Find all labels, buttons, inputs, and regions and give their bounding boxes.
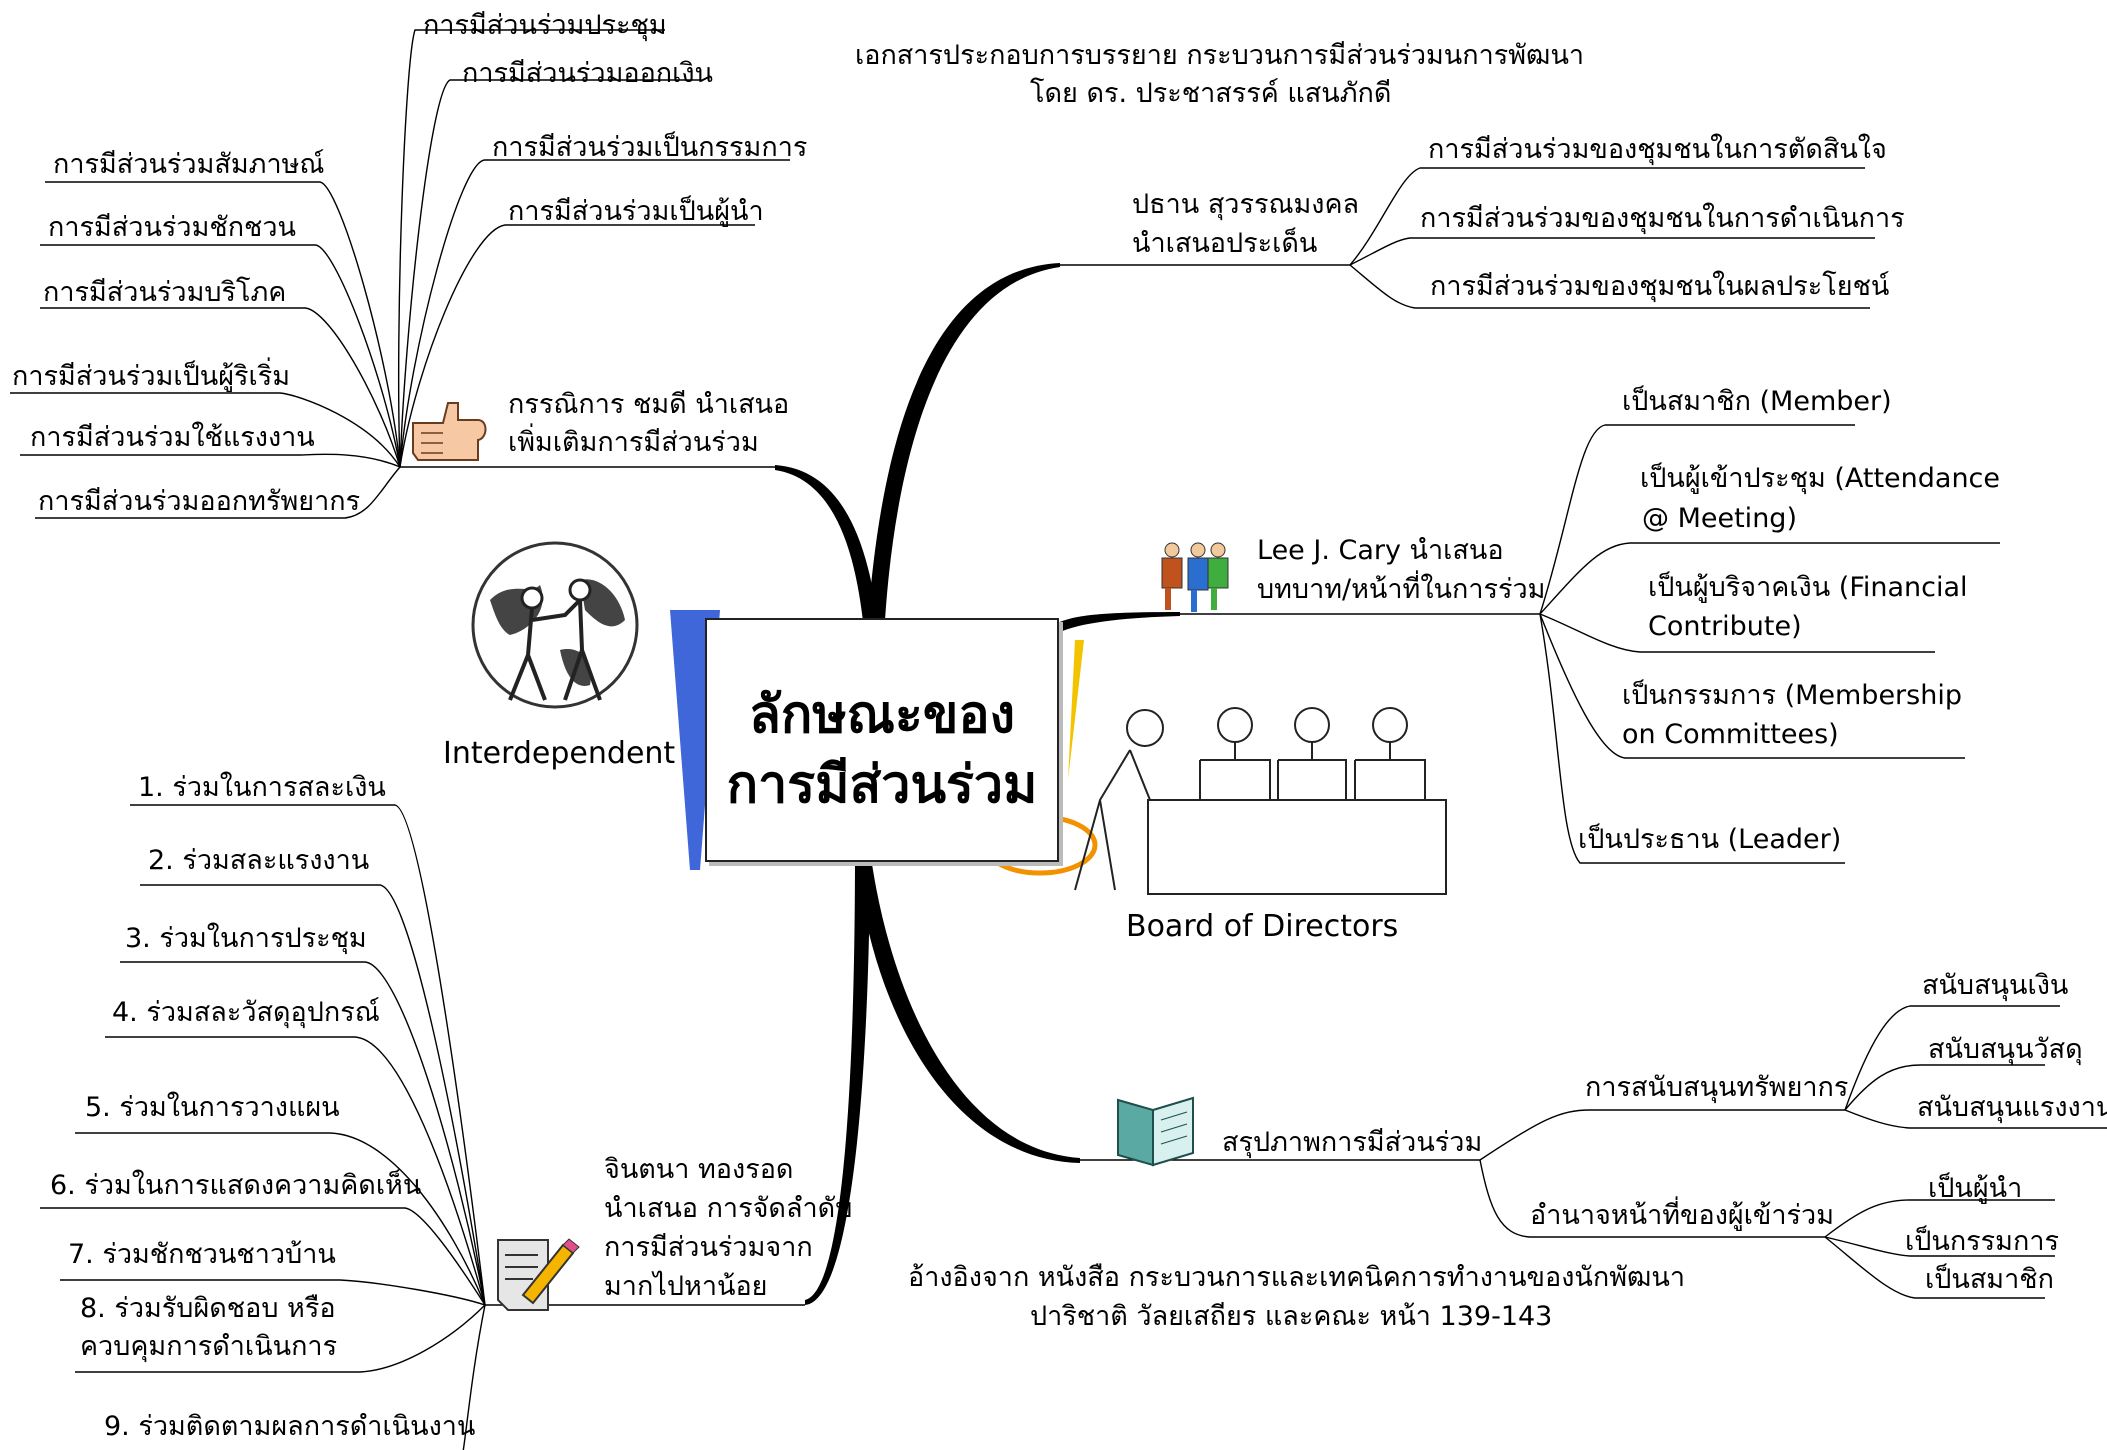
jintana-item: 2. ร่วมสละแรงงาน — [148, 845, 370, 876]
branch-to-prathan — [868, 263, 1060, 620]
summary-authority-label: อำนาจหน้าที่ของผู้เข้าร่วม — [1530, 1200, 1835, 1231]
kannika-item: การมีส่วนร่วมเป็นผู้นำ — [508, 196, 764, 227]
board-of-directors-caption: Board of Directors — [1126, 909, 1399, 944]
interdependent-caption: Interdependent — [443, 736, 676, 771]
jintana-item: 3. ร่วมในการประชุม — [125, 923, 367, 954]
prathan-item: การมีส่วนร่วมของชุมชนในการดำเนินการ — [1420, 203, 1905, 234]
resource-item: สนับสนุนเงิน — [1922, 970, 2069, 1001]
document-title-line2: โดย ดร. ประชาสรรค์ แสนภักดี — [1030, 78, 1392, 109]
kannika-item: การมีส่วนร่วมออกทรัพยากร — [38, 486, 361, 517]
kannika-connectors — [10, 29, 790, 519]
branch-to-kannika — [775, 465, 880, 640]
cary-item: เป็นผู้บริจาคเงิน (Financial — [1648, 572, 1968, 603]
jintana-connectors — [40, 804, 805, 1450]
authority-item: เป็นผู้นำ — [1928, 1173, 2023, 1204]
jintana-item: 8. ร่วมรับผิดชอบ หรือ — [80, 1293, 336, 1324]
prathan-topic-line1: ปธาน สุวรรณมงคล — [1132, 189, 1360, 220]
jintana-topic-line4: มากไปหาน้อย — [604, 1271, 768, 1302]
jintana-topic-line3: การมีส่วนร่วมจาก — [604, 1232, 813, 1263]
kannika-item: การมีส่วนร่วมประชุม — [423, 10, 667, 41]
thumbs-up-icon — [412, 402, 487, 461]
note-pencil-icon — [497, 1238, 580, 1311]
jintana-item: 5. ร่วมในการวางแผน — [85, 1092, 340, 1123]
jintana-item: 7. ร่วมชักชวนชาวบ้าน — [68, 1239, 336, 1270]
cary-item: เป็นผู้เข้าประชุม (Attendance — [1640, 463, 2001, 494]
kannika-item: การมีส่วนร่วมบริโภค — [43, 277, 287, 308]
authority-item: เป็นสมาชิก — [1925, 1264, 2054, 1295]
cary-connectors — [1180, 424, 2000, 864]
kannika-item: การมีส่วนร่วมเป็นผู้ริเริ่ม — [12, 361, 291, 392]
authority-item: เป็นกรรมการ — [1905, 1226, 2059, 1257]
prathan-item: การมีส่วนร่วมของชุมชนในผลประโยชน์ — [1430, 271, 1890, 302]
jintana-item: ควบคุมการดำเนินการ — [80, 1331, 338, 1362]
central-topic-title: ลักษณะของ การมีส่วนร่วม — [707, 680, 1057, 820]
central-topic-line1: ลักษณะของ — [749, 685, 1015, 745]
kannika-item: การมีส่วนร่วมออกเงิน — [462, 58, 714, 89]
central-topic-line2: การมีส่วนร่วม — [726, 755, 1038, 815]
resource-item: สนับสนุนวัสดุ — [1928, 1034, 2083, 1065]
cary-topic-line2: บทบาท/หน้าที่ในการร่วม — [1257, 574, 1546, 605]
cary-item: เป็นกรรมการ (Membership — [1622, 680, 1962, 711]
jintana-item: 9. ร่วมติดตามผลการดำเนินงาน — [104, 1411, 476, 1442]
prathan-item: การมีส่วนร่วมของชุมชนในการตัดสินใจ — [1428, 134, 1887, 165]
cary-item: on Committees) — [1622, 719, 1839, 750]
branch-to-jintana — [805, 850, 870, 1305]
branch-to-summary — [855, 850, 1080, 1163]
kannika-topic-line1: กรรณิการ ชมดี นำเสนอ — [508, 389, 790, 420]
cary-item: เป็นประธาน (Leader) — [1578, 824, 1842, 855]
jintana-topic-line2: นำเสนอ การจัดลำดับ — [604, 1193, 853, 1224]
reference-line1: อ้างอิงจาก หนังสือ กระบวนการและเทคนิคการ… — [908, 1262, 1686, 1293]
prathan-connectors — [1060, 167, 1875, 309]
cary-item: เป็นสมาชิก (Member) — [1622, 386, 1892, 417]
summary-topic: สรุปภาพการมีส่วนร่วม — [1222, 1127, 1483, 1158]
people-group-icon — [1161, 542, 1229, 612]
prathan-topic-line2: นำเสนอประเด็น — [1132, 228, 1318, 259]
jintana-item: 4. ร่วมสละวัสดุอุปกรณ์ — [112, 997, 380, 1028]
kannika-topic-line2: เพิ่มเติมการมีส่วนร่วม — [508, 427, 759, 458]
interdependent-globe-icon — [471, 541, 639, 709]
kannika-item: การมีส่วนร่วมเป็นกรรมการ — [492, 132, 808, 163]
kannika-item: การมีส่วนร่วมใช้แรงงาน — [30, 422, 315, 453]
kannika-item: การมีส่วนร่วมชักชวน — [48, 212, 296, 243]
kannika-item: การมีส่วนร่วมสัมภาษณ์ — [53, 149, 325, 180]
cary-item: @ Meeting) — [1642, 503, 1797, 534]
central-topic-box: ลักษณะของ การมีส่วนร่วม — [705, 618, 1059, 862]
board-of-directors-illustration — [1074, 707, 1447, 895]
branch-to-cary — [1050, 612, 1180, 635]
jintana-item: 6. ร่วมในการแสดงความคิดเห็น — [50, 1170, 422, 1201]
reference-line2: ปาริชาติ วัลยเสถียร และคณะ หน้า 139-143 — [1030, 1301, 1553, 1332]
jintana-item: 1. ร่วมในการสละเงิน — [138, 772, 386, 803]
resource-item: สนับสนุนแรงงาน — [1917, 1092, 2107, 1123]
jintana-topic-line1: จินตนา ทองรอด — [604, 1154, 794, 1185]
cary-topic-line1: Lee J. Cary นำเสนอ — [1257, 535, 1504, 566]
document-title-line1: เอกสารประกอบการบรรยาย กระบวนการมีส่วนร่ว… — [855, 40, 1585, 71]
summary-resources-label: การสนับสนุนทรัพยากร — [1585, 1072, 1849, 1103]
cary-item: Contribute) — [1648, 611, 1802, 642]
open-book-icon — [1117, 1096, 1194, 1167]
